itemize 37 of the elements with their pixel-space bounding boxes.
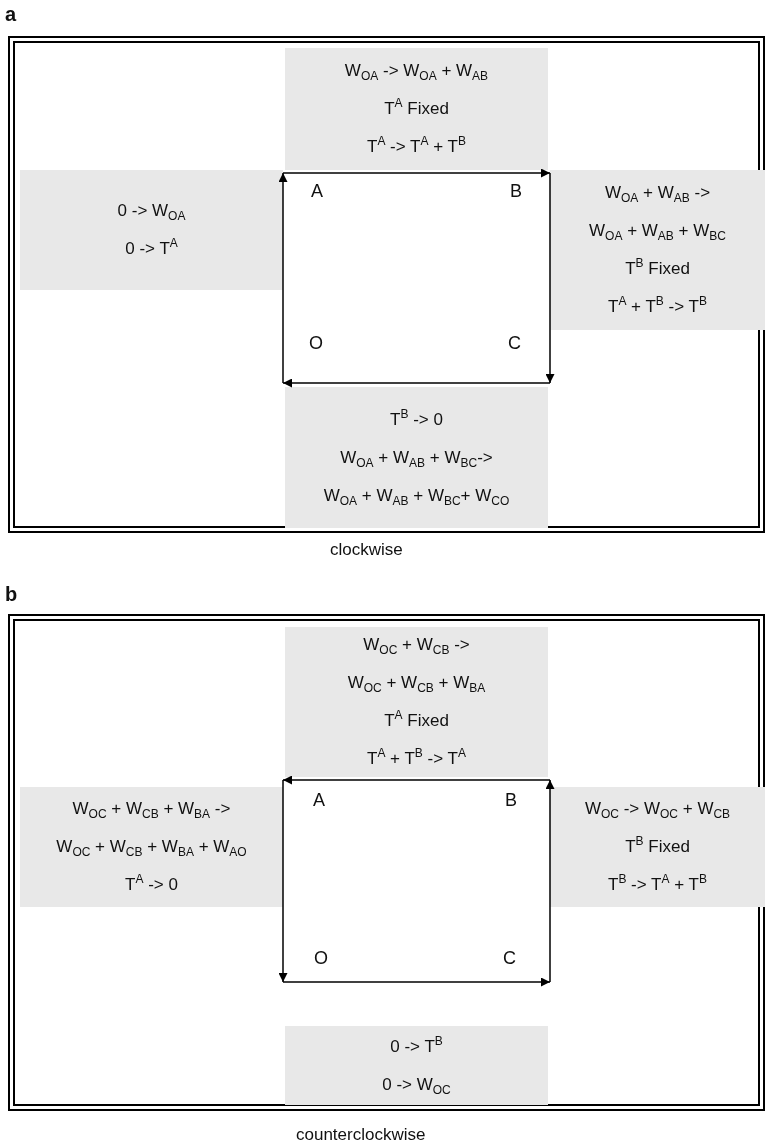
arrow xyxy=(282,168,551,178)
state-box xyxy=(285,387,548,528)
equation-text: W$_{OC}$ -> W$_{OC}$ + W$_{CB}$ xyxy=(584,798,731,824)
panel-letter: b xyxy=(5,584,18,604)
equation-text: W$_{OC}$ + W$_{CB}$ + W$_{BA}$ -> W$_{OC}$ + W$_{CB}$ + W$_{BA}$ + W$_{AO}$ xyxy=(55,798,248,862)
arrow xyxy=(545,779,555,983)
equation-text: T$^{B}$ Fixed xyxy=(625,255,690,280)
equation-text: T$^{A}$ -> T$^{A}$ + T$^{B}$ xyxy=(367,133,466,158)
state-box xyxy=(550,787,765,907)
equation-text: T$^{B}$ Fixed xyxy=(625,833,690,858)
state-box xyxy=(20,170,283,290)
arrow xyxy=(282,775,551,785)
equation-text: T$^{A}$ + T$^{B}$ -> T$^{A}$ xyxy=(367,745,466,770)
equation-text: W$_{OA}$ + W$_{AB}$ + W$_{BC}$-> W$_{OA}$ + W$_{AB}$ + W$_{BC}$+ W$_{CO}$ xyxy=(322,446,511,510)
equation-text: 0 -> W$_{OA}$ xyxy=(117,200,186,226)
equation-text: T$^{A}$ Fixed xyxy=(384,707,449,732)
state-box xyxy=(550,170,765,330)
panel-frame xyxy=(8,36,765,533)
panel-letter: a xyxy=(5,4,17,24)
equation-text: W$_{OA}$ + W$_{AB}$ -> W$_{OA}$ + W$_{AB}$ + W$_{BC}$ xyxy=(588,182,727,246)
equation-text: 0 -> W$_{OC}$ xyxy=(382,1073,451,1099)
state-box xyxy=(285,627,548,777)
panel-frame xyxy=(8,614,765,1111)
equation-text: T$^{A}$ Fixed xyxy=(384,95,449,120)
state-box xyxy=(20,787,283,907)
equation-text: T$^{B}$ -> T$^{A}$ + T$^{B}$ xyxy=(608,871,707,896)
equation-text: T$^{A}$ -> 0 xyxy=(125,871,178,896)
equation-text: T$^{B}$ -> 0 xyxy=(390,405,443,431)
equation-text: W$_{OA}$ -> W$_{OA}$ + W$_{AB}$ xyxy=(344,60,489,86)
state-box xyxy=(285,1026,548,1105)
equation-text: W$_{OC}$ + W$_{CB}$ -> W$_{OC}$ + W$_{CB}$ + W$_{BA}$ xyxy=(346,634,487,698)
state-box xyxy=(285,48,548,170)
panel-caption: clockwise xyxy=(330,540,403,560)
equation-text: 0 -> T$^{B}$ xyxy=(390,1032,443,1058)
equation-text: 0 -> T$^{A}$ xyxy=(125,235,178,260)
panel-caption: counterclockwise xyxy=(296,1125,426,1145)
equation-text: T$^{A}$ + T$^{B}$ -> T$^{B}$ xyxy=(608,293,707,318)
